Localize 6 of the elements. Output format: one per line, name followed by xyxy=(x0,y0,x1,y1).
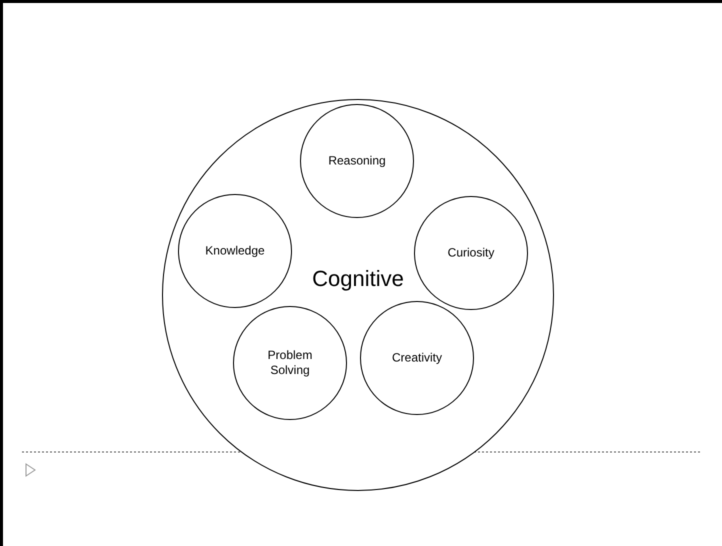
trait-label: Curiosity xyxy=(446,246,496,260)
trait-label: Problem Solving xyxy=(266,348,314,378)
trait-label: Reasoning xyxy=(327,154,387,168)
trait-label: Creativity xyxy=(390,350,443,366)
trait-label: Knowledge xyxy=(204,244,266,258)
category-label: Cognitive xyxy=(312,266,404,292)
